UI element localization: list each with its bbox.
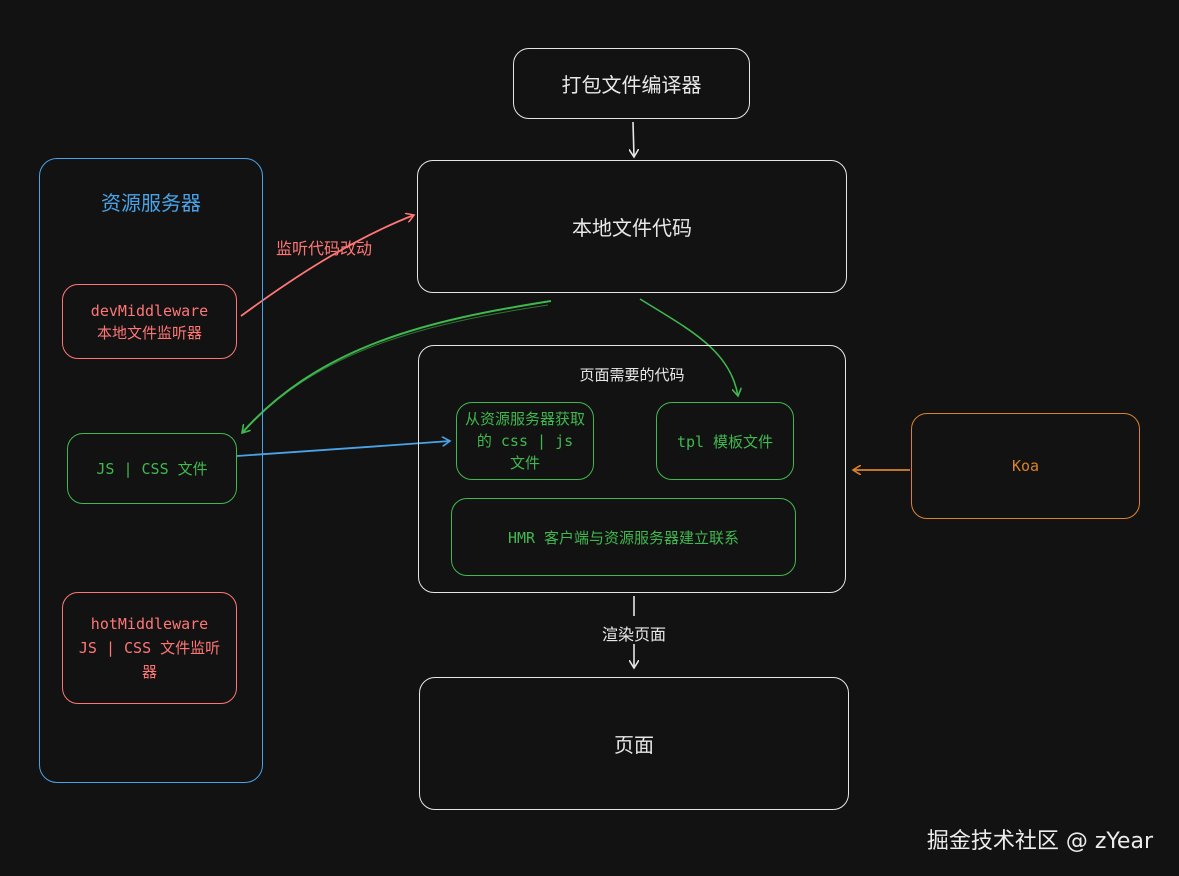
dev-middleware-box: devMiddleware 本地文件监听器 [62, 284, 237, 359]
hot-middleware-box: hotMiddleware JS | CSS 文件监听 器 [62, 592, 237, 704]
arrow-dev-to-local [240, 215, 414, 317]
arrow-compiler-to-local [633, 121, 634, 157]
render-page-label: 渲染页面 [601, 625, 666, 644]
page-code-container [418, 345, 846, 593]
page-label: 页面 [614, 733, 654, 757]
page-box: 页面 [419, 677, 849, 810]
page-code-title: 页面需要的代码 [579, 366, 685, 384]
tpl-label: tpl 模板文件 [676, 432, 774, 451]
dev-middleware-name: devMiddleware [90, 301, 209, 320]
resource-server-container [39, 158, 263, 783]
hmr-box: HMR 客户端与资源服务器建立联系 [451, 498, 796, 576]
tpl-box: tpl 模板文件 [656, 402, 794, 480]
js-css-file-box: JS | CSS 文件 [67, 433, 237, 504]
hot-middleware-name: hotMiddleware [90, 615, 209, 633]
hmr-label: HMR 客户端与资源服务器建立联系 [507, 528, 740, 547]
fetched-assets-label: 从资源服务器获取的 css | js 文件 [465, 410, 586, 472]
local-code-box: 本地文件代码 [417, 160, 847, 293]
arrow-jscss-to-fetched [236, 441, 450, 457]
local-code-label: 本地文件代码 [572, 216, 692, 240]
resource-server-title: 资源服务器 [101, 191, 201, 215]
watch-changes-label: 监听代码改动 [276, 239, 373, 258]
fetched-assets-box: 从资源服务器获取的 css | js 文件 [456, 402, 594, 480]
arrow-local-to-tpl [639, 298, 738, 396]
dev-middleware-desc: 本地文件监听器 [96, 323, 202, 342]
compiler-box: 打包文件编译器 [513, 48, 750, 119]
koa-box: Koa [911, 413, 1140, 519]
koa-label: Koa [1011, 457, 1040, 475]
hot-middleware-desc-2: 器 [141, 663, 157, 681]
compiler-label: 打包文件编译器 [561, 73, 702, 97]
js-css-file-label: JS | CSS 文件 [96, 460, 208, 478]
hot-middleware-desc-1: JS | CSS 文件监听 [78, 639, 221, 657]
watermark: 掘金技术社区 @ zYear [926, 829, 1153, 854]
